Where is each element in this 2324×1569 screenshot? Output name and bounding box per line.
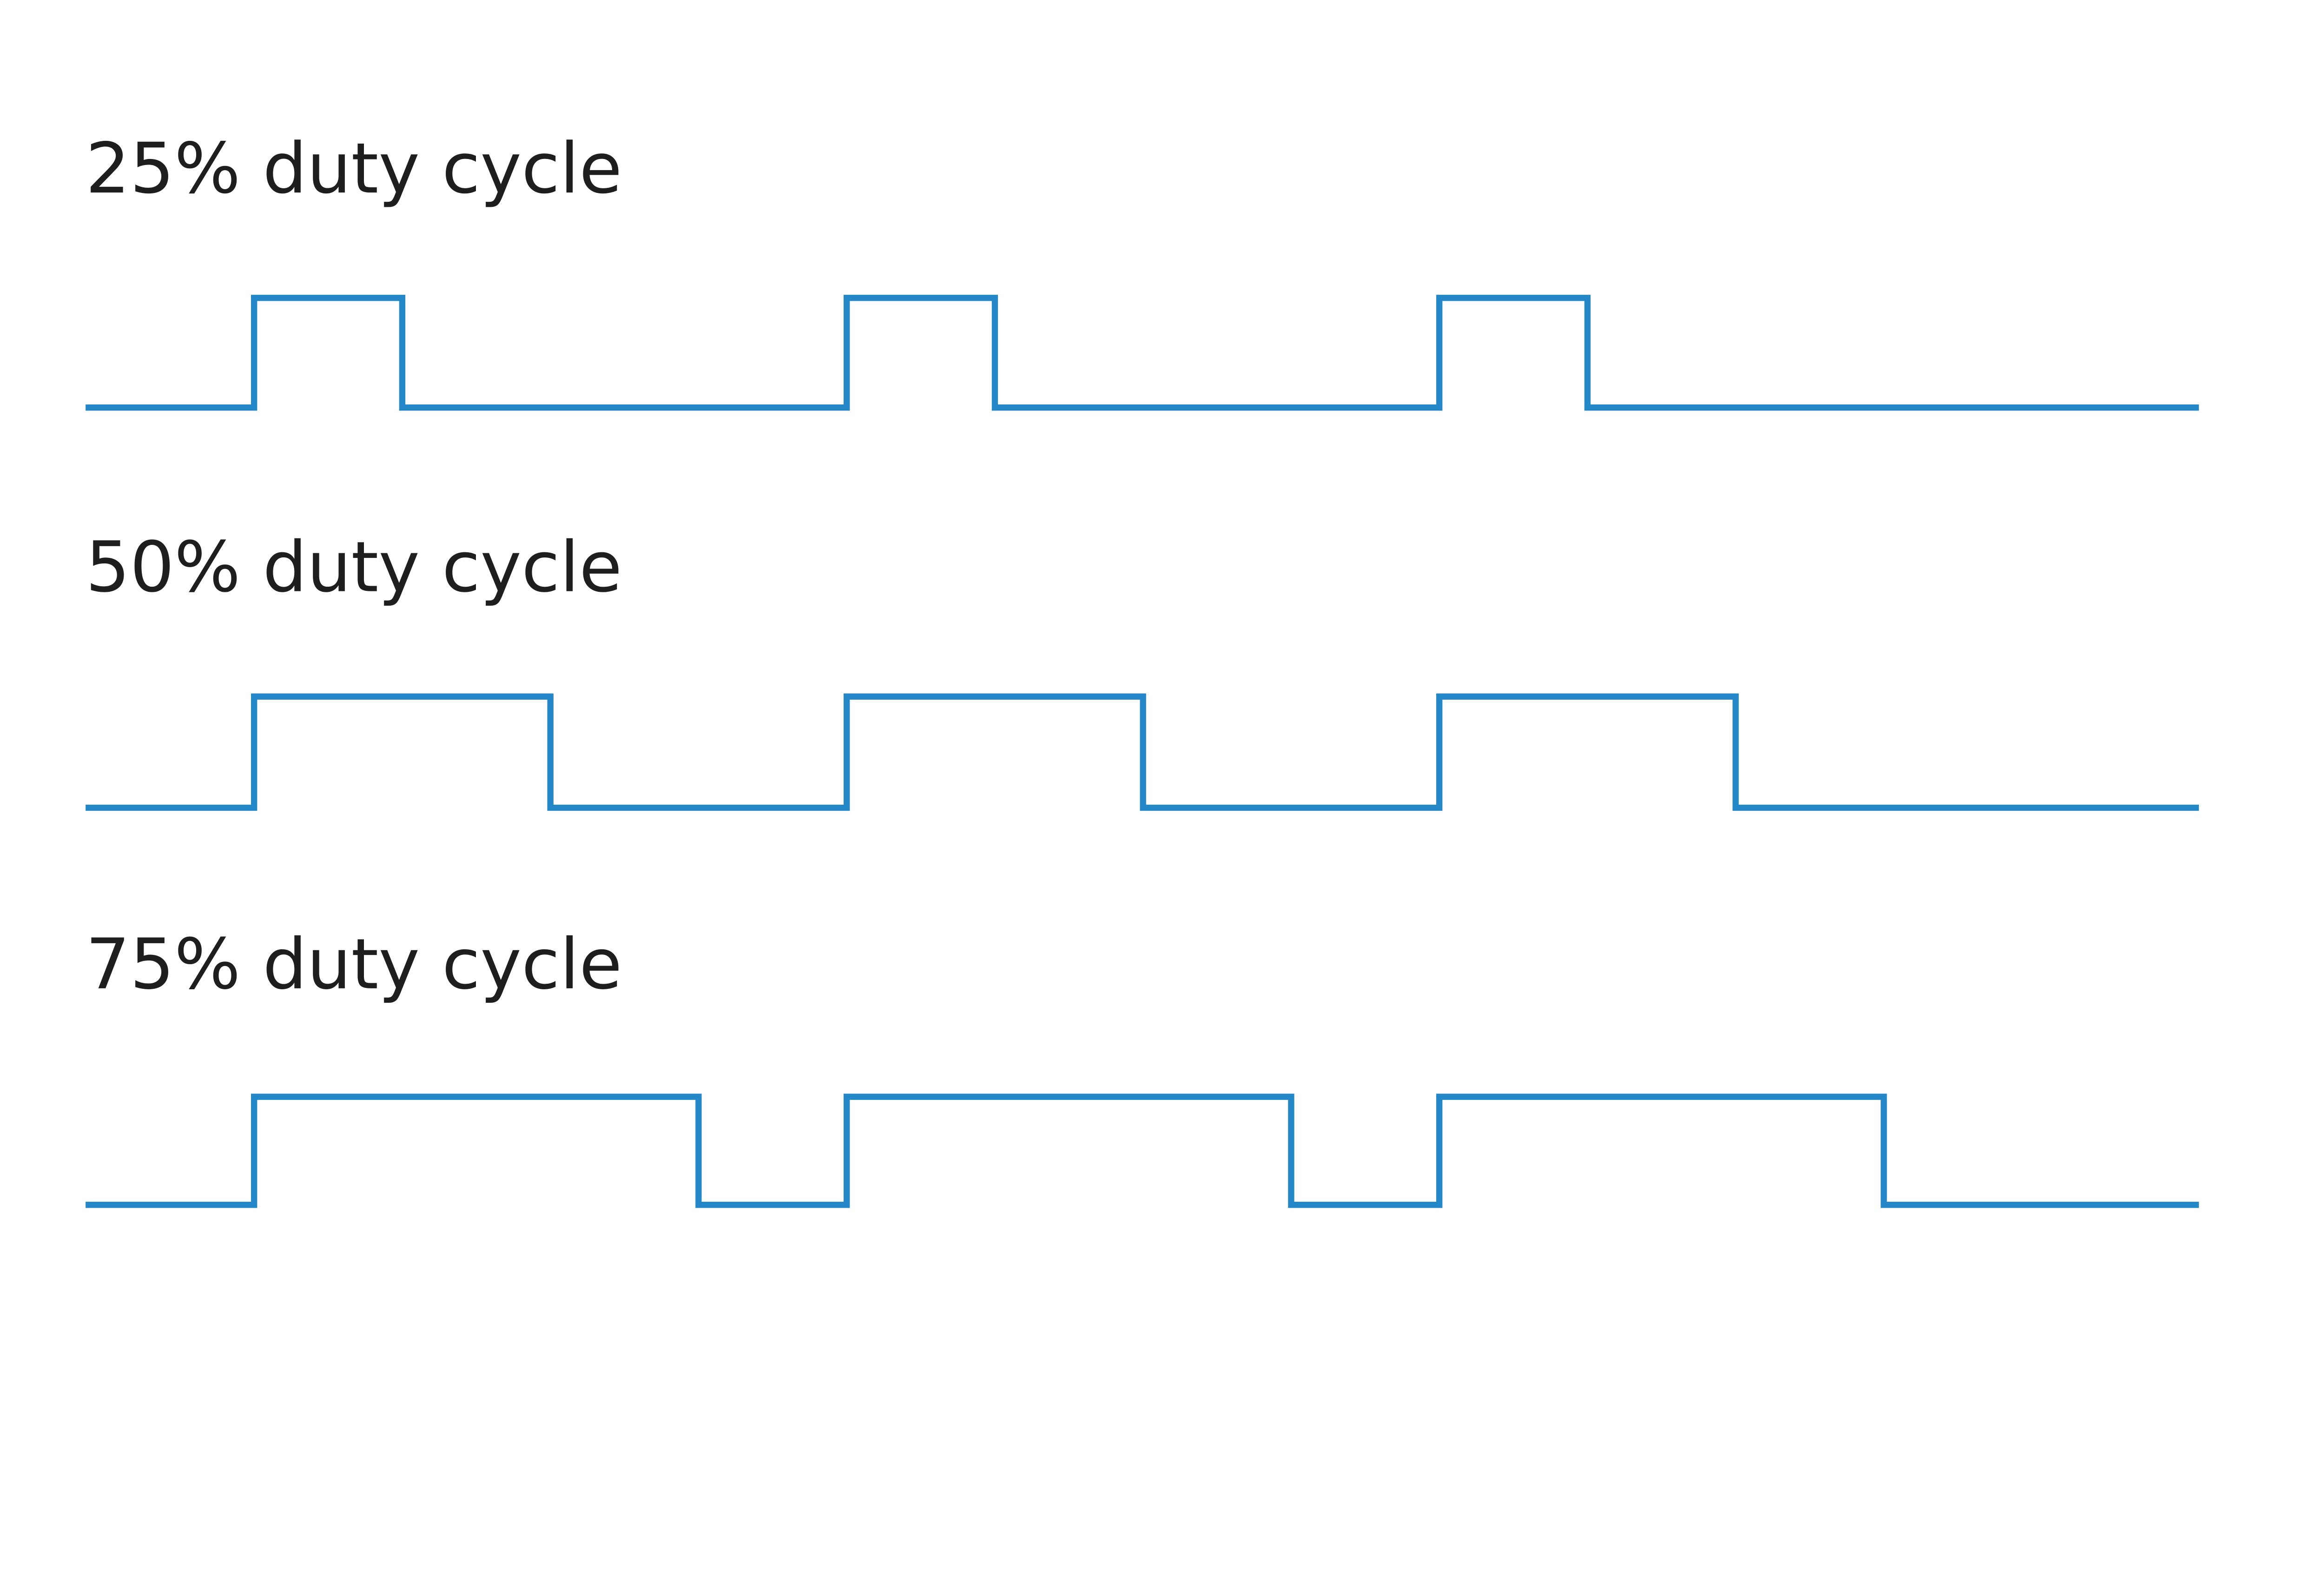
waveform-label-25: 25% duty cycle (86, 128, 622, 209)
waveform-group-50: 50% duty cycle (86, 527, 2199, 811)
square-wave-75 (86, 1093, 2199, 1208)
waveform-group-25: 25% duty cycle (86, 128, 2199, 411)
waveform-label-75: 75% duty cycle (86, 924, 622, 1005)
square-wave-25 (86, 295, 2199, 411)
duty-cycle-diagram: 25% duty cycle 50% duty cycle 75% duty c… (86, 128, 2199, 1208)
waveform-label-50: 50% duty cycle (86, 527, 622, 608)
square-wave-50 (86, 693, 2199, 811)
waveform-group-75: 75% duty cycle (86, 924, 2199, 1208)
